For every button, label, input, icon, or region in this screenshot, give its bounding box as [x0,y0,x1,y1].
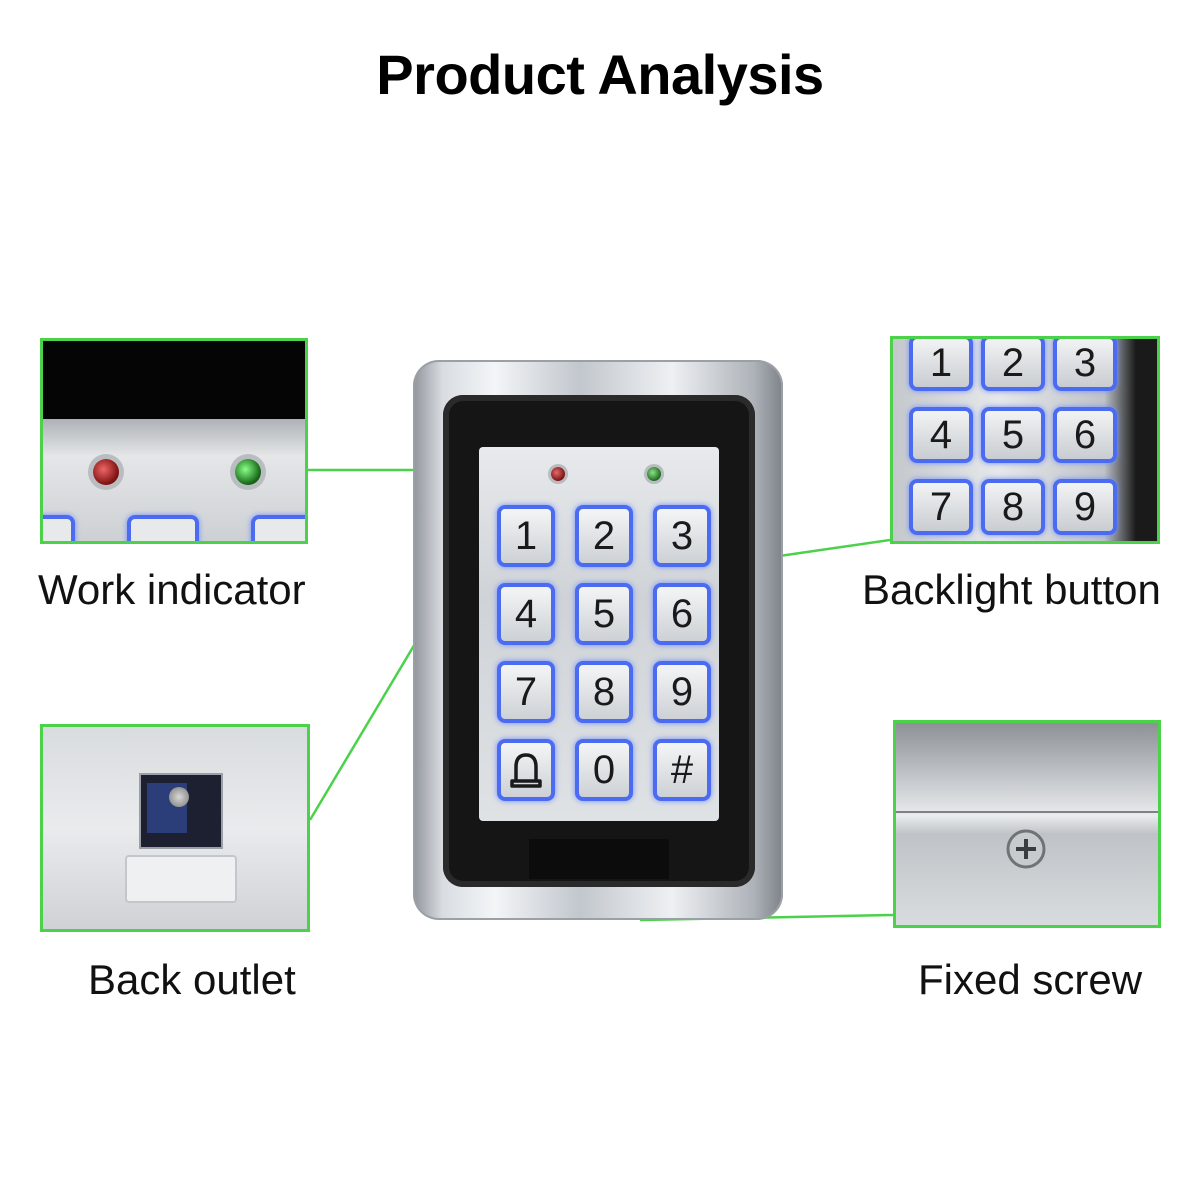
fixed-screw-label: Fixed screw [918,956,1143,1003]
zoom-key-7: 7 [909,479,973,535]
terminal-screw-icon [169,787,189,807]
zoom-key-6: 6 [1053,407,1117,463]
device-bezel: 1 2 3 4 5 6 7 8 9 0 # [443,395,755,887]
back-outlet-label: Back outlet [88,956,296,1003]
back-outlet-zoom [40,724,310,932]
zoom-key-1: 1 [909,339,973,391]
red-indicator-led [551,467,565,481]
keypad-grid: 1 2 3 4 5 6 7 8 9 0 # [489,505,711,809]
zoom-key-5: 5 [981,407,1045,463]
red-led-icon [93,459,119,485]
work-indicator-label: Work indicator [38,566,306,613]
key-5[interactable]: 5 [575,583,633,645]
key-peek [43,515,75,541]
keypad-plate: 1 2 3 4 5 6 7 8 9 0 # [479,447,719,821]
key-bell[interactable] [497,739,555,801]
bell-icon [510,753,542,788]
backlight-button-label: Backlight button [862,566,1161,613]
key-2[interactable]: 2 [575,505,633,567]
key-6[interactable]: 6 [653,583,711,645]
zoom-key-4: 4 [909,407,973,463]
key-peek [251,515,305,541]
edge-seam [896,811,1158,813]
zoom-key-9: 9 [1053,479,1117,535]
key-0[interactable]: 0 [575,739,633,801]
bottom-slot [529,839,669,879]
outlet-opening [139,773,223,849]
screw-icon [1006,829,1046,869]
key-9[interactable]: 9 [653,661,711,723]
metal-plate [43,419,305,541]
key-3[interactable]: 3 [653,505,711,567]
key-hash[interactable]: # [653,739,711,801]
key-1[interactable]: 1 [497,505,555,567]
green-indicator-led [647,467,661,481]
key-peek [127,515,199,541]
outlet-cover [125,855,237,903]
zoom-key-8: 8 [981,479,1045,535]
zoom-key-3: 3 [1053,339,1117,391]
green-led-icon [235,459,261,485]
key-7[interactable]: 7 [497,661,555,723]
page-title: Product Analysis [376,43,824,106]
leader-back-outlet [308,631,424,821]
key-8[interactable]: 8 [575,661,633,723]
key-4[interactable]: 4 [497,583,555,645]
zoom-key-2: 2 [981,339,1045,391]
keypad-device: 1 2 3 4 5 6 7 8 9 0 # [413,360,783,920]
work-indicator-zoom [40,338,308,544]
backlight-button-zoom: 1 2 3 4 5 6 7 8 9 [890,336,1160,544]
bezel-edge [43,341,305,419]
fixed-screw-zoom [893,720,1161,928]
